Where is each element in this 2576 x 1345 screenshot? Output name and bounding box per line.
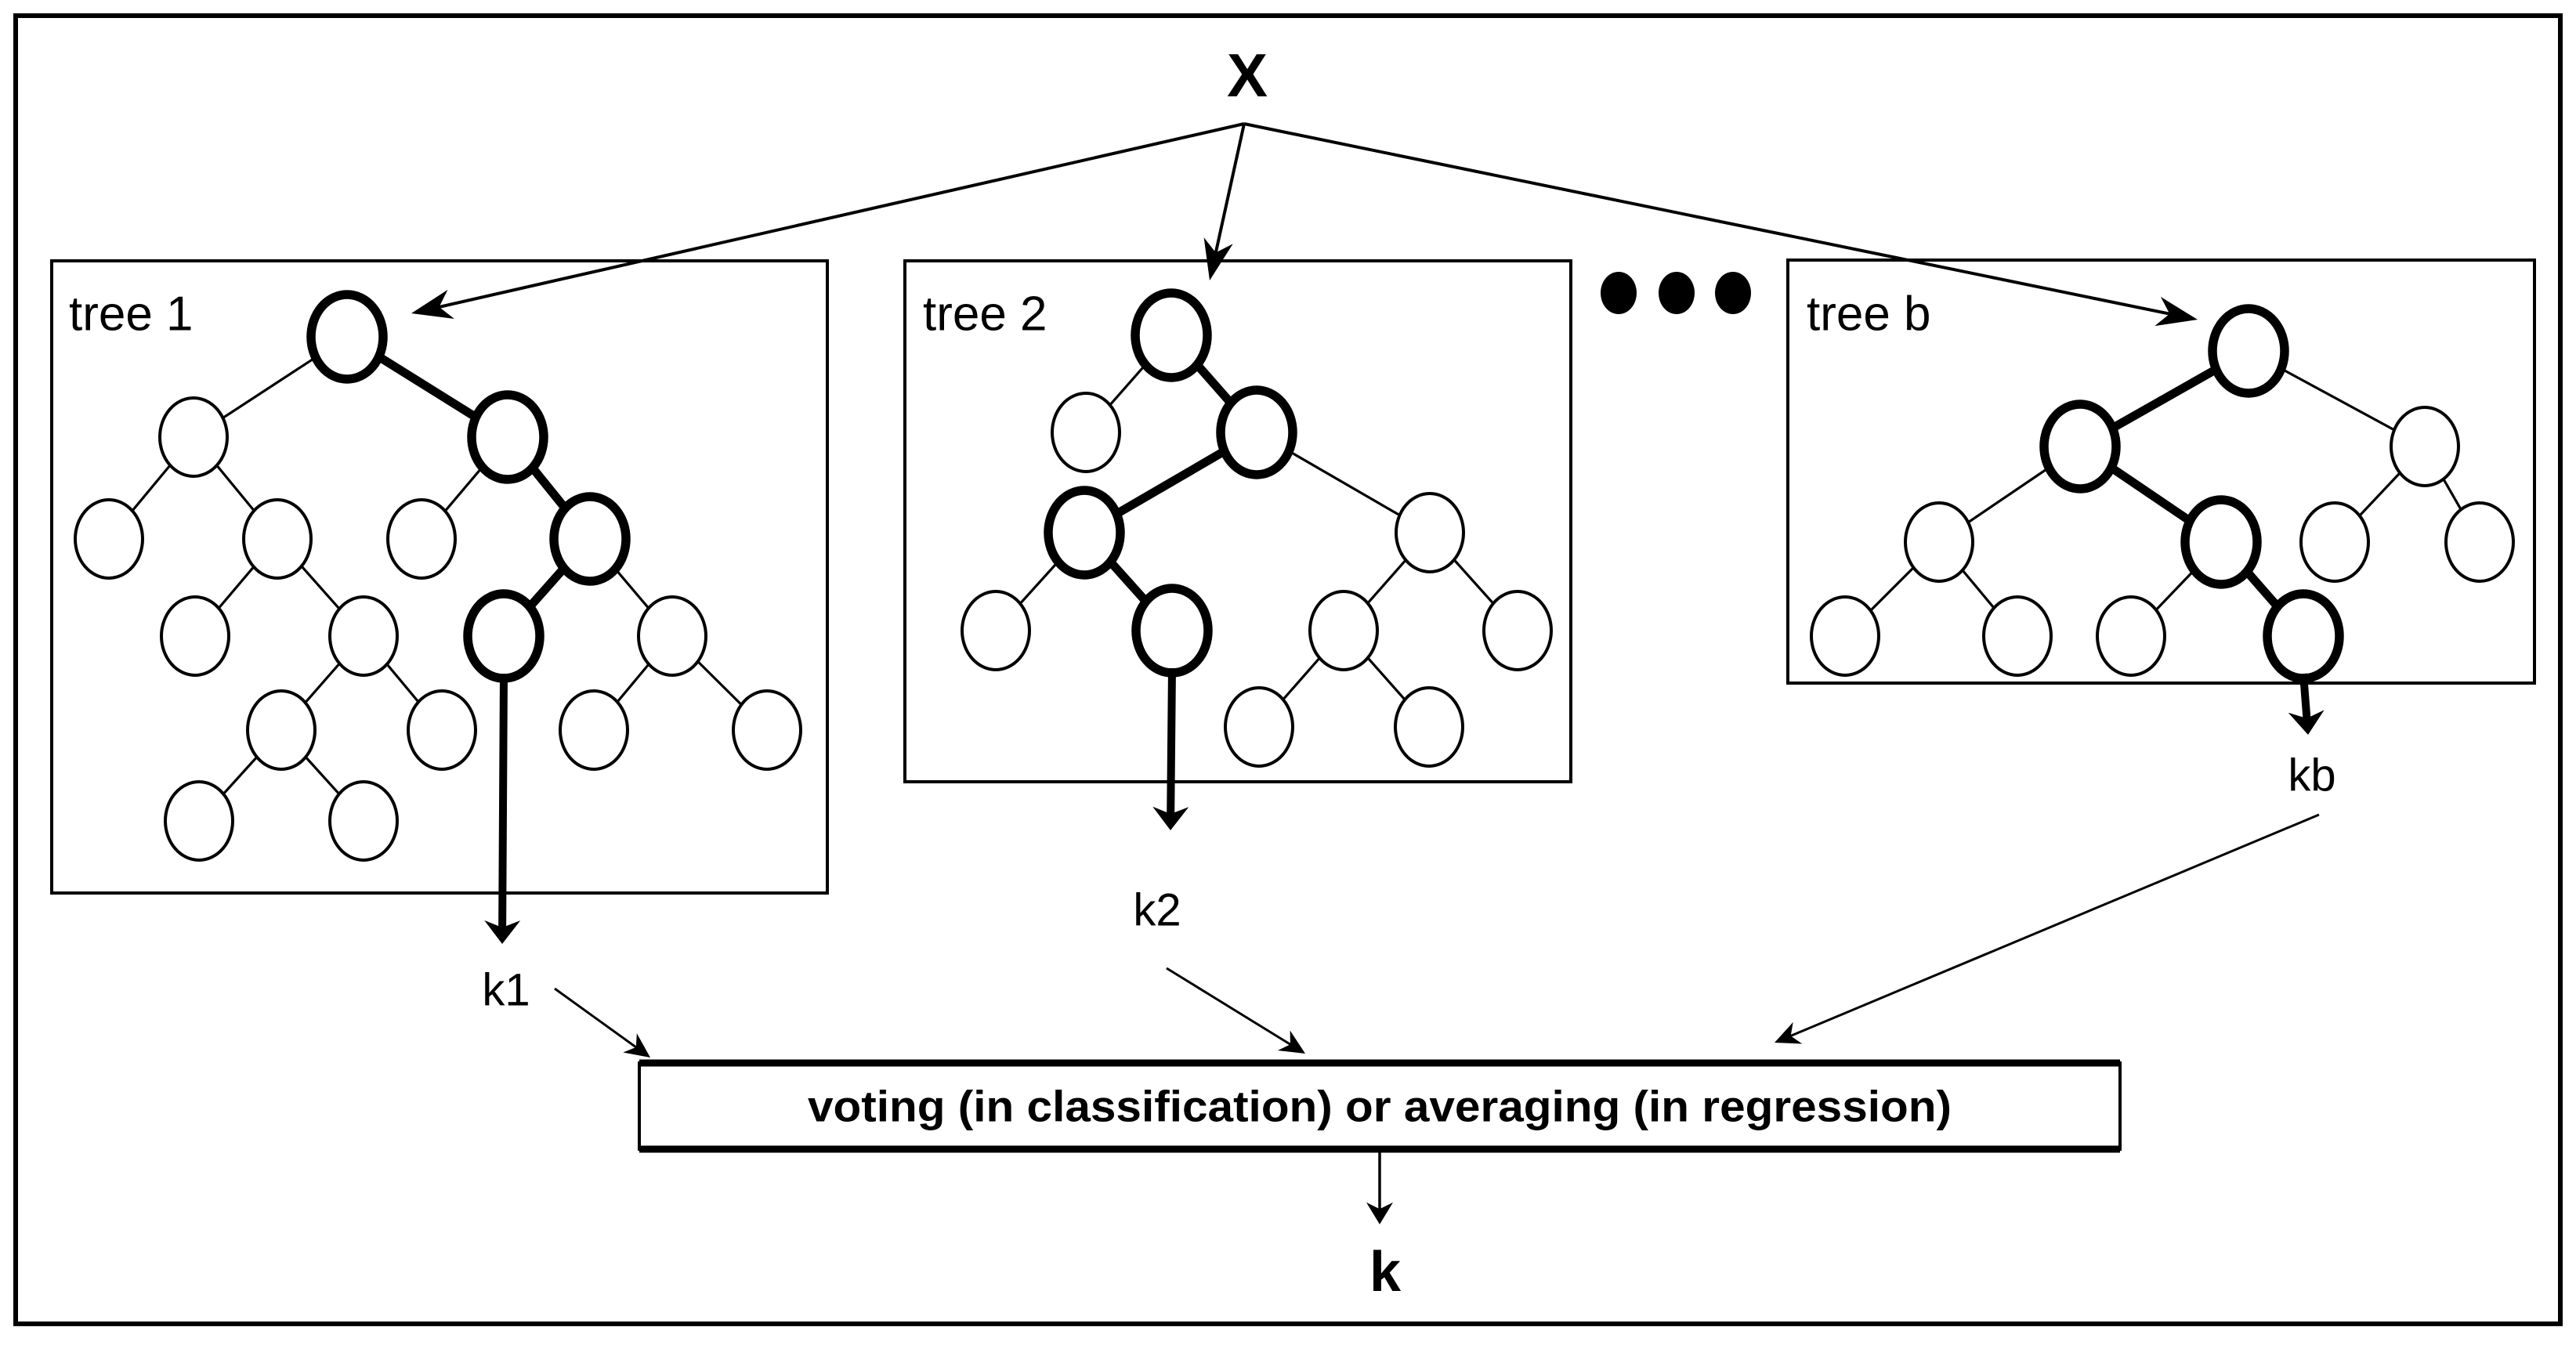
tree-node bbox=[328, 780, 399, 862]
decision-path-node bbox=[2263, 589, 2344, 683]
decision-path-node bbox=[549, 492, 631, 586]
tree-node bbox=[637, 595, 707, 677]
feed-arrow-1-head bbox=[1277, 1030, 1305, 1054]
tree-node bbox=[1395, 492, 1465, 573]
input-split-arrow-1-shaft bbox=[1214, 123, 1246, 253]
tree-node bbox=[2096, 595, 2166, 677]
feed-arrow-2-head bbox=[1775, 1021, 1803, 1044]
tree-node bbox=[1308, 590, 1379, 671]
prediction-arrow-1-head bbox=[1152, 806, 1189, 830]
decision-path-node bbox=[1131, 288, 1212, 382]
tree-node bbox=[160, 595, 230, 677]
feed-arrow-0-head bbox=[623, 1033, 650, 1058]
tree-node bbox=[386, 498, 457, 580]
tree-node bbox=[732, 689, 802, 771]
decision-path-node bbox=[1131, 584, 1213, 678]
input-split-arrow-0-head bbox=[411, 289, 454, 319]
tree-node bbox=[1051, 392, 1121, 473]
tree-node bbox=[164, 780, 234, 862]
tree-node bbox=[1904, 501, 1974, 583]
tree-node bbox=[559, 689, 629, 771]
tree-node bbox=[2390, 406, 2460, 487]
tree-node bbox=[328, 595, 399, 677]
tree-box-1 bbox=[903, 259, 1572, 783]
feed-arrow-1-shaft bbox=[1166, 967, 1291, 1046]
tree-node bbox=[961, 590, 1031, 671]
tree-box-2 bbox=[1786, 259, 2536, 685]
input-split-arrow-1-head bbox=[1203, 237, 1233, 280]
input-split-arrow-2-head bbox=[2155, 296, 2198, 327]
tree-node bbox=[1810, 595, 1880, 677]
input-split-arrow-2-shaft bbox=[1243, 122, 2170, 316]
prediction-arrow-2-head bbox=[2288, 710, 2325, 735]
tree-node bbox=[242, 498, 313, 580]
tree-node bbox=[158, 396, 229, 478]
ellipsis-dot-0 bbox=[1601, 272, 1637, 314]
tree-node bbox=[1982, 595, 2053, 677]
prediction-arrow-0-shaft bbox=[498, 673, 508, 928]
prediction-arrow-1-shaft bbox=[1167, 667, 1176, 815]
result-label: k bbox=[1369, 1241, 1402, 1303]
tree-node bbox=[1482, 590, 1553, 671]
feed-arrow-2-shaft bbox=[1790, 813, 2320, 1037]
diagram-shapes bbox=[13, 13, 2563, 1326]
tree-node bbox=[246, 689, 317, 771]
decision-path-node bbox=[2039, 400, 2121, 494]
tree-box-0 bbox=[50, 259, 829, 895]
decision-path-node bbox=[2208, 304, 2289, 398]
ellipsis-dot-1 bbox=[1659, 272, 1695, 314]
tree-label-1: tree 2 bbox=[923, 287, 1047, 342]
decision-path-node bbox=[1216, 385, 1297, 479]
output-label-1: k2 bbox=[1133, 885, 1181, 936]
tree-node bbox=[2299, 501, 2370, 583]
output-label-0: k1 bbox=[482, 965, 530, 1016]
feed-arrow-0-shaft bbox=[554, 987, 637, 1049]
decision-path-node bbox=[306, 290, 388, 384]
decision-path-node bbox=[2180, 495, 2262, 589]
aggregator-label: voting (in classification) or averaging … bbox=[808, 1082, 1952, 1131]
tree-node bbox=[1394, 686, 1464, 768]
prediction-arrow-0-head bbox=[484, 920, 521, 944]
tree-label-2: tree b bbox=[1807, 287, 1931, 342]
prediction-arrow-2-shaft bbox=[2299, 673, 2311, 719]
input-label: X bbox=[1227, 41, 1268, 110]
tree-node bbox=[2444, 501, 2515, 583]
result-arrow-head bbox=[1366, 1202, 1393, 1224]
output-label-2: kb bbox=[2288, 750, 2335, 801]
input-split-arrow-0-shaft bbox=[439, 122, 1245, 309]
decision-path-node bbox=[467, 390, 548, 484]
tree-node bbox=[1224, 686, 1294, 768]
tree-node bbox=[74, 498, 144, 580]
ellipsis-dot-2 bbox=[1715, 272, 1751, 314]
tree-node bbox=[407, 689, 477, 771]
decision-path-node bbox=[463, 589, 545, 683]
tree-label-0: tree 1 bbox=[69, 287, 194, 342]
diagram-border bbox=[13, 13, 2563, 1326]
decision-path-node bbox=[1044, 486, 1125, 580]
